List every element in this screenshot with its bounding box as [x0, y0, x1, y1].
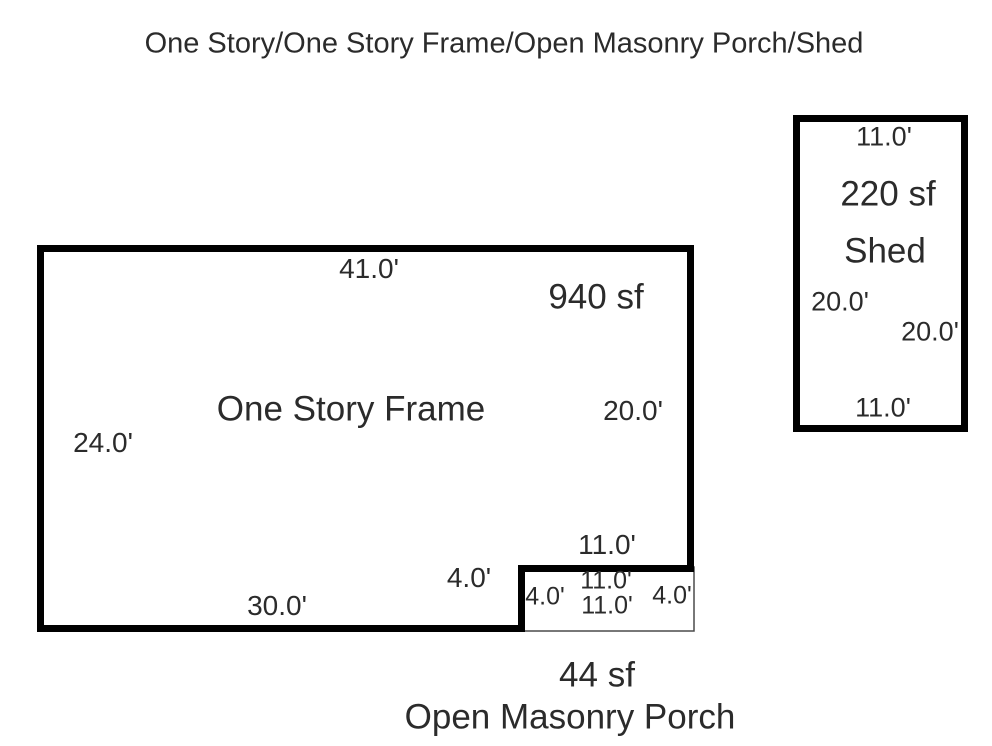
shed-dim-right-label: 20.0' [901, 316, 959, 347]
main-dim-right-label: 20.0' [603, 395, 663, 426]
shed-name-label: Shed [844, 231, 926, 271]
porch-dim-right-label: 4.0' [652, 581, 692, 610]
main-building-name-label: One Story Frame [216, 389, 486, 429]
porch-dim-top-label: 11.0' [580, 566, 632, 595]
main-building-outline [37, 245, 694, 632]
porch-outline [518, 566, 695, 632]
porch-area-label: 44 sf [559, 655, 635, 695]
shed-dim-top-label: 11.0' [856, 121, 912, 152]
main-dim-top-label: 41.0' [339, 253, 399, 284]
shed-dim-bottom-label: 11.0' [855, 392, 911, 423]
shed-area-label: 220 sf [840, 174, 936, 214]
shed-outline [793, 115, 968, 432]
shed-dim-left-label: 20.0' [811, 286, 869, 317]
porch-name-label: Open Masonry Porch [404, 697, 736, 737]
main-dim-left-label: 24.0' [73, 427, 133, 458]
porch-dim-left-label: 4.0' [525, 582, 565, 611]
main-notch-height-label: 4.0' [446, 562, 492, 593]
main-dim-bottom-label: 30.0' [247, 590, 307, 621]
sketch-title: One Story/One Story Frame/Open Masonry P… [144, 27, 864, 60]
porch-dim-bottom-label: 11.0' [581, 591, 633, 620]
main-notch-width-label: 11.0' [578, 529, 636, 560]
main-building-area-label: 940 sf [548, 277, 644, 317]
